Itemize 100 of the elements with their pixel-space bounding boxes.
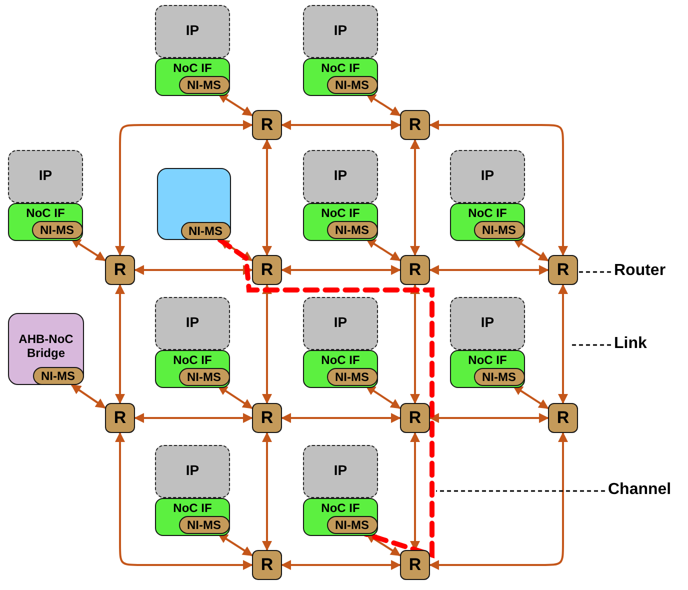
node-label: NI-MS [481,222,517,236]
node-label: NoC IF [467,206,508,220]
router-box [400,110,430,140]
node-label: NI-MS [186,370,222,384]
node-label: NoC IF [320,61,361,75]
ip-block [303,150,378,203]
router-box [105,255,135,285]
router-box [105,403,135,433]
interface-block [155,58,230,96]
interface-block [303,203,378,241]
router-box [252,110,282,140]
link-arrow [218,533,253,556]
ip-block [155,445,230,498]
link-arrow [281,265,401,275]
link-arrow [134,265,253,275]
node-label: R [260,116,274,134]
link-arrow [512,238,549,262]
link-arrow [262,432,272,551]
router-box [400,550,430,580]
node-label: R [112,409,128,427]
link-arrow [218,93,253,116]
network-interface-pill [178,76,230,94]
network-interface-pill [474,368,524,386]
link-arrow [281,413,401,423]
node-label: R [260,409,274,427]
node-label: R [408,261,422,279]
node-label: AHB-NoC Bridge [18,332,74,360]
node-label: R [112,261,128,279]
ip-block [450,150,525,203]
node-label: NI-MS [186,518,222,532]
network-interface-pill [178,516,230,534]
node-label: NI-MS [334,78,370,92]
node-label: IP [332,168,348,182]
network-interface-pill [326,220,378,238]
node-label: IP [184,315,200,329]
network-interface-pill [32,366,84,384]
node-label: NI-MS [188,224,224,238]
node-label: R [408,116,422,134]
network-interface-pill [180,222,230,240]
ip-block [303,297,378,350]
router-box [252,255,282,285]
node-label: IP [332,463,348,477]
link-arrow [366,533,401,556]
link-arrow [262,284,272,404]
interface-block [155,498,230,536]
ip-block [303,5,378,58]
link-arrow [115,284,125,404]
node-label: IP [332,315,348,329]
node-label: NI-MS [40,368,76,382]
node-label: R [260,261,274,279]
node-label: NI-MS [334,370,370,384]
link-arrow [429,120,568,256]
node-label: IP [184,463,200,477]
interface-block [450,203,525,241]
link-arrow [366,93,401,116]
node-label: NI-MS [39,222,75,236]
node-label: NoC IF [172,501,213,515]
node-label: R [408,409,422,427]
link-arrow [70,238,106,262]
node-label: NI-MS [481,370,517,384]
router-box [548,403,578,433]
node-label: NI-MS [186,78,222,92]
node-label: IP [38,168,54,182]
node-label: NoC IF [172,353,213,367]
network-interface-pill [474,220,524,238]
router-box [548,255,578,285]
leader-line [578,271,611,273]
network-interface-pill [326,368,378,386]
ip-block [155,5,230,58]
router-box [400,403,430,433]
interface-block [303,350,378,388]
node-label: NoC IF [320,501,361,515]
router-box [252,403,282,433]
interface-block [303,498,378,536]
leader-line [572,344,611,346]
network-interface-pill [326,76,378,94]
interface-block [8,203,83,241]
interface-block [303,58,378,96]
processor-tile [157,168,231,240]
link-arrow [429,432,568,570]
link-arrow [429,265,549,275]
node-label: IP [332,23,348,37]
network-interface-pill [32,220,82,238]
link-arrow [281,560,401,570]
link-arrow [512,385,549,410]
node-label: IP [480,168,496,182]
node-label: R [260,556,274,574]
leader-line [436,490,605,492]
node-label: NoC IF [320,353,361,367]
ip-block [303,445,378,498]
callout-label: Channel [608,480,672,500]
link-arrow [217,385,253,409]
link-arrow [410,284,420,404]
bridge-box [8,313,84,385]
node-label: R [408,556,422,574]
link-arrow [115,120,253,256]
link-arrow [558,284,568,404]
link-arrow [134,413,253,423]
link-arrow [410,139,420,256]
link-arrow [115,432,253,570]
